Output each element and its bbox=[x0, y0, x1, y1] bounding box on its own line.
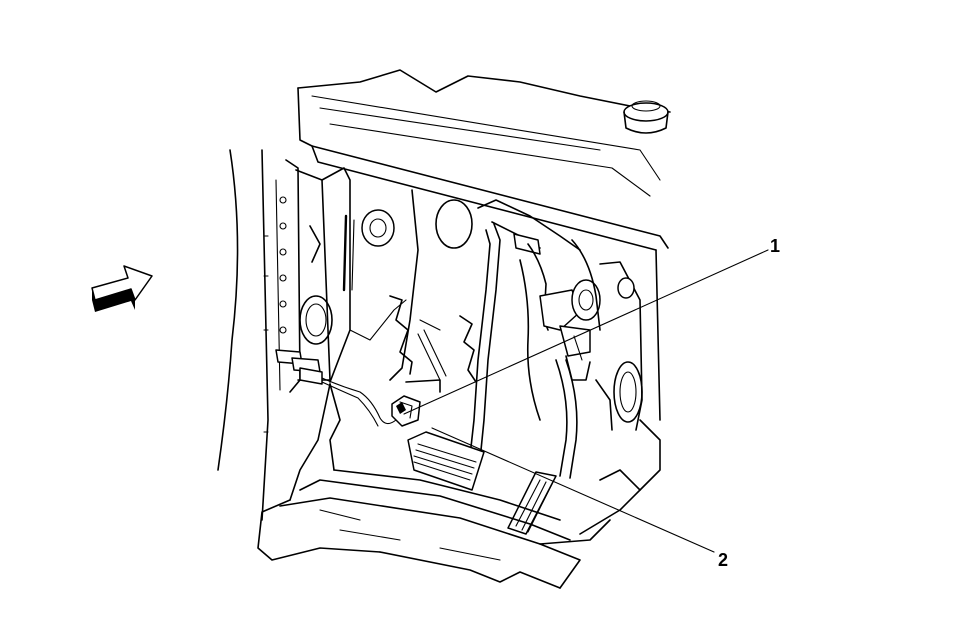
callout-label-2: 2 bbox=[718, 550, 728, 570]
dash-panel-cowl bbox=[297, 69, 671, 421]
right-side-panel bbox=[595, 261, 643, 431]
leader-lines bbox=[403, 249, 769, 553]
accelerator-pedal bbox=[507, 359, 578, 535]
kick-panel bbox=[299, 167, 395, 383]
callout-label-1: 1 bbox=[770, 236, 780, 256]
pedal-support-bracket bbox=[477, 199, 601, 421]
brake-pedal bbox=[407, 223, 501, 491]
leader-line-2 bbox=[431, 427, 715, 553]
door-pillar bbox=[217, 149, 331, 521]
reservoir-cap bbox=[623, 100, 669, 134]
leader-line-1 bbox=[403, 249, 769, 415]
pedal-position-sensor bbox=[391, 395, 421, 427]
inner-dash-panel bbox=[349, 189, 477, 393]
wire-connector-cluster bbox=[275, 349, 397, 427]
forward-view-arrow-icon bbox=[91, 265, 153, 312]
floor-pan bbox=[257, 383, 661, 589]
